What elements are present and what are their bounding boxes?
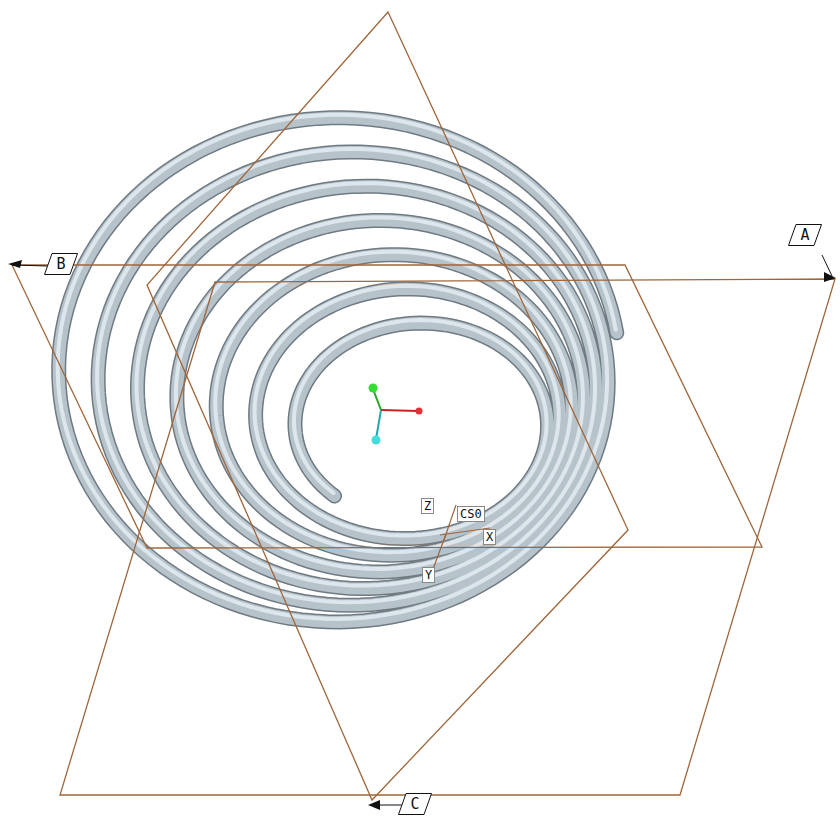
- datum-name: C: [398, 795, 432, 813]
- spring-coil: [58, 115, 617, 622]
- csys-label: Y: [422, 567, 435, 583]
- datum-plane: [12, 265, 762, 548]
- datum-tag: B: [44, 253, 78, 275]
- coordinate-triad: [369, 384, 423, 445]
- datum-name: B: [44, 255, 78, 273]
- datum-name: A: [788, 226, 822, 244]
- datum-plane: [147, 12, 628, 800]
- csys-axes: [432, 505, 490, 572]
- datum-arrow: [8, 255, 836, 810]
- datum-tag: A: [788, 224, 822, 246]
- datum-plane: [60, 279, 835, 795]
- csys-label: Z: [421, 498, 434, 514]
- datum-tag: C: [398, 793, 432, 815]
- csys-label: X: [483, 529, 496, 545]
- csys-label: CS0: [457, 506, 485, 522]
